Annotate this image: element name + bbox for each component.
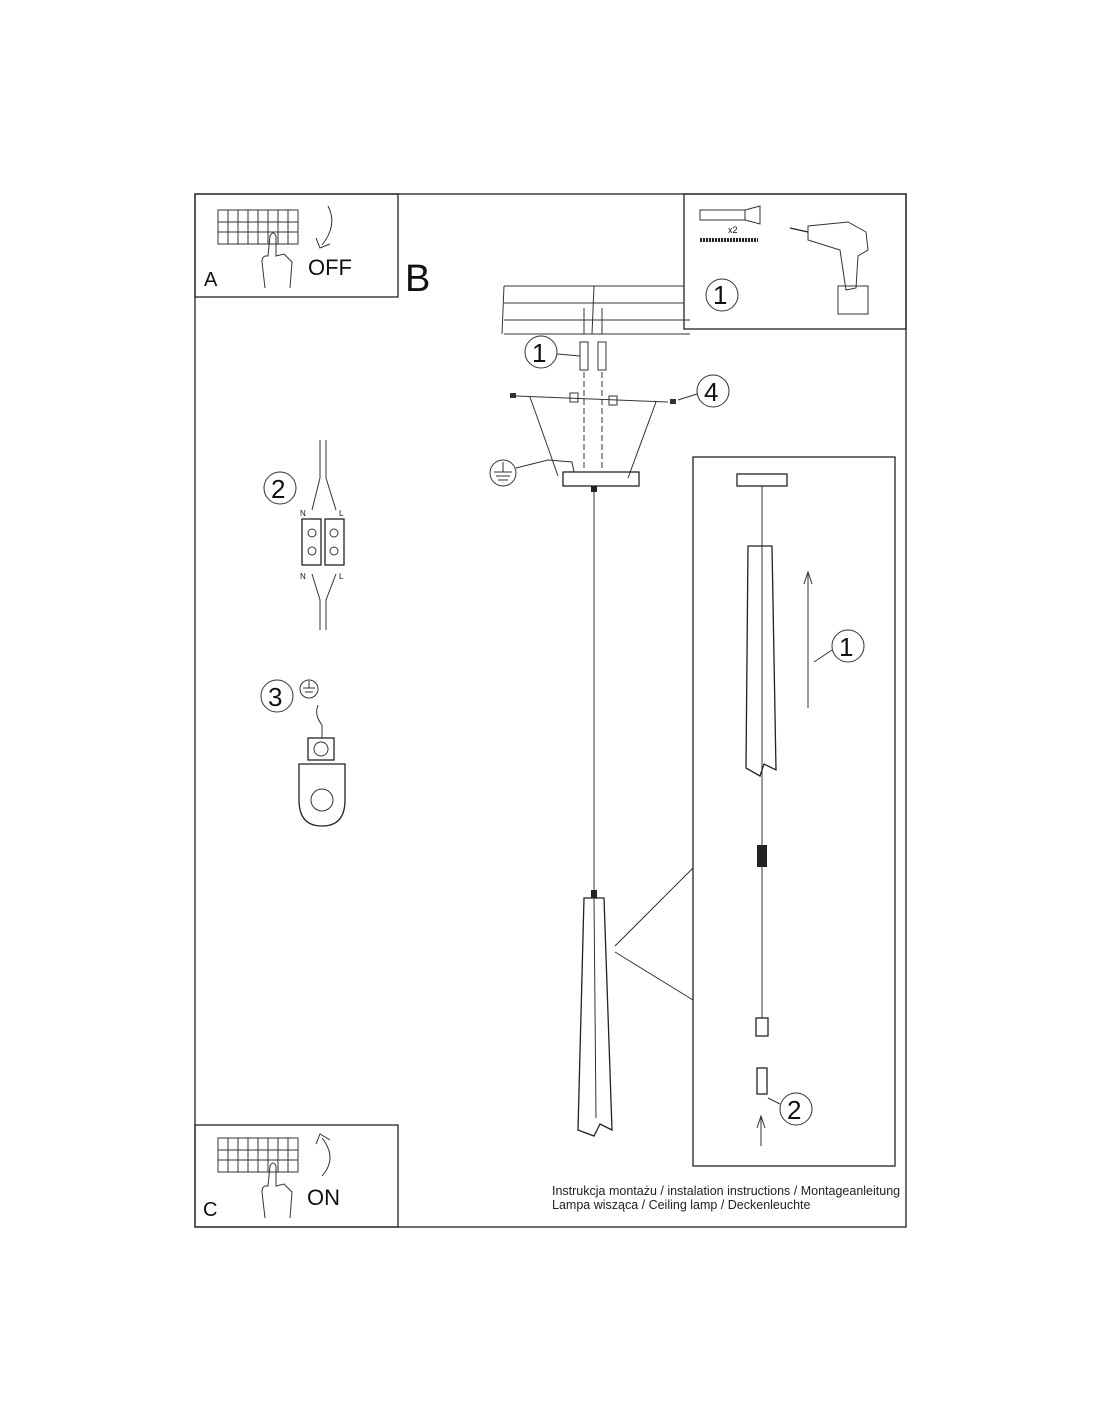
panel-a-letter: A: [204, 269, 218, 291]
side-screws-step: 4: [704, 377, 718, 407]
wire-step: 2: [271, 474, 285, 504]
drill-icon: [789, 221, 869, 315]
power-off-label: OFF: [308, 255, 352, 280]
outer-frame: [194, 193, 907, 1228]
terminal-block: 2 N L N L: [263, 440, 345, 630]
step-circle: [696, 374, 730, 408]
ground-step: 3: [268, 682, 282, 712]
wall-plug-icon: [699, 205, 761, 242]
caption-line-1: Instrukcja montażu / instalation instruc…: [552, 1184, 901, 1198]
detail-callout-lines: [614, 867, 694, 1001]
tools-box: x2 1: [683, 193, 907, 330]
arrow-up-icon: [315, 1133, 331, 1177]
step-circle: [705, 278, 739, 312]
panel-c-letter: C: [203, 1199, 217, 1221]
canopy: [562, 471, 640, 492]
ground-symbol-icon: [489, 459, 575, 487]
caption: Instrukcja montażu / instalation instruc…: [552, 1184, 900, 1212]
detail-box: 1 2: [692, 456, 896, 1167]
neutral-label-bottom: N: [300, 572, 306, 581]
step-circle: [779, 1092, 813, 1126]
live-label-top: L: [339, 509, 344, 518]
breaker-panel-icon: [217, 1137, 299, 1173]
step-circle: [831, 629, 865, 663]
arrow-down-icon: [315, 205, 333, 249]
panel-a-power-off: A OFF: [194, 193, 399, 298]
pendant-lamp: [577, 890, 613, 1137]
caption-line-2: Lampa wisząca / Ceiling lamp / Deckenleu…: [552, 1198, 811, 1212]
tools-step-number: 1: [713, 280, 727, 310]
slide-step: 1: [839, 632, 853, 662]
hand-icon: [261, 232, 293, 289]
bulb-step: 2: [787, 1095, 801, 1125]
breaker-panel-icon: [217, 209, 299, 245]
wall-plugs: [579, 341, 607, 470]
mount-screws-step: 1: [532, 338, 546, 368]
neutral-label-top: N: [300, 509, 306, 518]
ceiling: [501, 285, 690, 335]
panel-c-power-on: C ON: [194, 1124, 399, 1228]
mounting-bracket: [510, 392, 676, 479]
bulb-icon: [756, 1067, 768, 1095]
arrow-up-icon: [756, 1114, 766, 1146]
step-circle: [524, 335, 558, 369]
socket: [755, 1017, 769, 1037]
cable-connector: [757, 845, 767, 867]
live-label-bottom: L: [339, 572, 344, 581]
arrow-up-icon: [803, 570, 813, 708]
quantity-label: x2: [728, 225, 738, 235]
panel-b-letter: B: [405, 258, 430, 300]
power-on-label: ON: [307, 1185, 340, 1210]
hand-icon: [261, 1162, 293, 1219]
ground-terminal: 3: [260, 679, 346, 827]
